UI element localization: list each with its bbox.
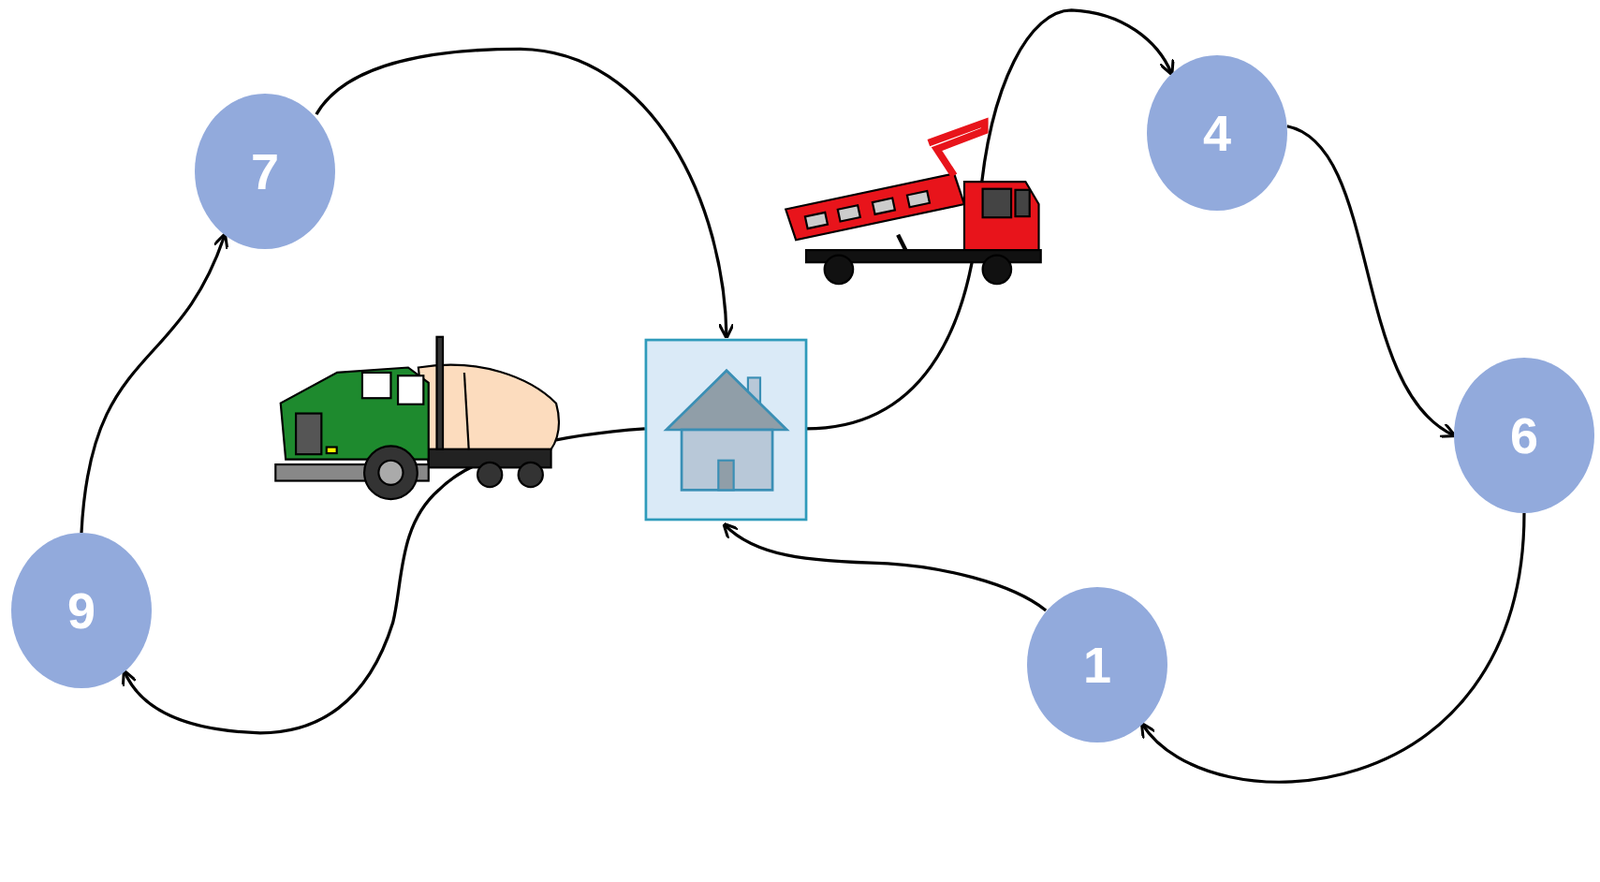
tanker-truck xyxy=(275,337,559,500)
circle-fill xyxy=(1027,587,1168,743)
stop-circle: 7 xyxy=(194,93,336,250)
dump-truck xyxy=(785,122,1041,284)
route-arrow xyxy=(81,234,225,533)
stop-number: 1 xyxy=(1083,639,1112,690)
route-line xyxy=(124,428,646,734)
circle-fill xyxy=(194,93,336,250)
circle-fill xyxy=(1453,357,1595,514)
stop-number: 6 xyxy=(1510,410,1539,461)
route-line xyxy=(724,524,1046,611)
depot-icon xyxy=(645,339,807,520)
stop-number: 4 xyxy=(1203,107,1232,159)
route-arrow xyxy=(1287,126,1454,436)
circle-fill xyxy=(11,532,152,689)
route-arrow xyxy=(1142,513,1525,782)
stop-circle: 6 xyxy=(1453,357,1595,514)
route-line xyxy=(316,48,727,337)
stop-number: 7 xyxy=(250,146,279,197)
stop-circle: 4 xyxy=(1146,55,1288,211)
stop-circle: 1 xyxy=(1027,587,1168,743)
stop-circle: 9 xyxy=(11,532,152,689)
stop-number: 9 xyxy=(67,585,96,636)
circle-fill xyxy=(1146,55,1288,211)
